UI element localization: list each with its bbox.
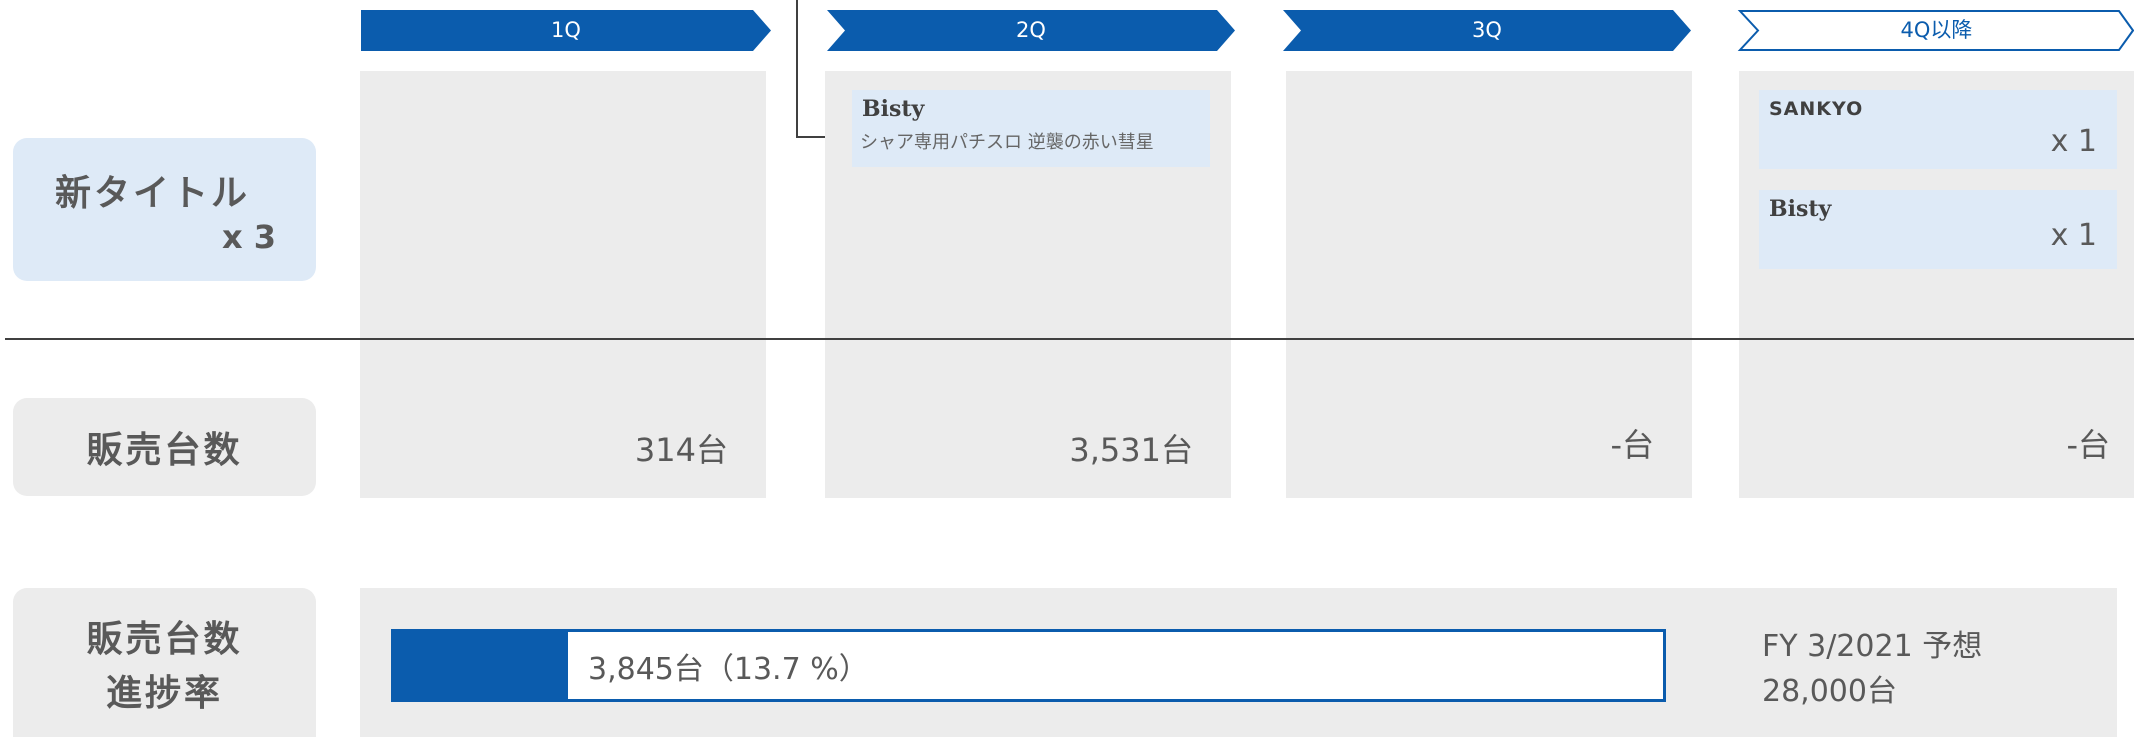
sales-value-1q: 314台 [634,431,728,469]
sankyo-logo: SANKYO [1769,98,1864,120]
progress-bar-fill [394,632,568,699]
progress-label-line1: 販売台数 [86,618,243,660]
title-card-4q-bisty: Bisty x 1 [1759,190,2117,269]
title-card-count: x 1 [2050,218,2097,253]
forecast-line2: 28,000台 [1762,674,1897,709]
sales-value-2q: 3,531台 [1069,431,1193,469]
bisty-logo: Bisty [1769,196,1832,222]
progress-label-line2: 進捗率 [105,672,223,714]
quarter-label: 3Q [1472,18,1502,42]
new-titles-count: x 3 [221,217,276,256]
new-titles-label: 新タイトル [55,172,251,214]
chevron-shape [1737,10,2134,51]
sales-value-4q: -台 [2066,426,2110,464]
panel-sales-3q: -台 [1286,340,1692,498]
quarter-header-1q: 1Q [361,10,771,51]
panel-new-titles-1q [360,71,766,339]
quarter-header-4q-onward: 4Q以降 [1737,10,2134,51]
title-card-name: シャア専用パチスロ 逆襲の赤い彗星 [860,132,1154,153]
sales-label: 販売台数 [86,430,243,471]
section-divider [5,338,2134,340]
new-titles-label-box: 新タイトル x 3 [13,138,316,281]
progress-label-box: 販売台数 進捗率 [13,588,316,737]
chevron-shape [827,10,1235,51]
quarter-header-3q: 3Q [1283,10,1691,51]
panel-sales-1q: 314台 [360,340,766,498]
panel-sales-4q: -台 [1739,340,2134,498]
callout-connector [796,0,852,138]
title-card-2q: Bisty シャア専用パチスロ 逆襲の赤い彗星 [852,90,1210,167]
sales-value-3q: -台 [1610,426,1654,464]
forecast-line1: FY 3/2021 予想 [1762,629,1983,664]
quarter-label: 2Q [1016,18,1046,42]
chevron-shape [361,10,771,51]
sales-label-box: 販売台数 [13,398,316,496]
progress-text: 3,845台（13.7 %） [588,651,869,687]
panel-sales-2q: 3,531台 [825,340,1231,498]
panel-new-titles-3q [1286,71,1692,339]
bisty-logo: Bisty [862,96,925,122]
title-card-4q-sankyo: SANKYO x 1 [1759,90,2117,169]
quarter-label: 1Q [551,18,581,42]
progress-panel: 3,845台（13.7 %） FY 3/2021 予想 28,000台 [360,588,2117,737]
progress-bar: 3,845台（13.7 %） [391,629,1666,702]
quarter-label: 4Q以降 [1900,18,1973,42]
quarter-header-2q: 2Q [827,10,1235,51]
title-card-count: x 1 [2050,124,2097,159]
chevron-shape [1283,10,1691,51]
